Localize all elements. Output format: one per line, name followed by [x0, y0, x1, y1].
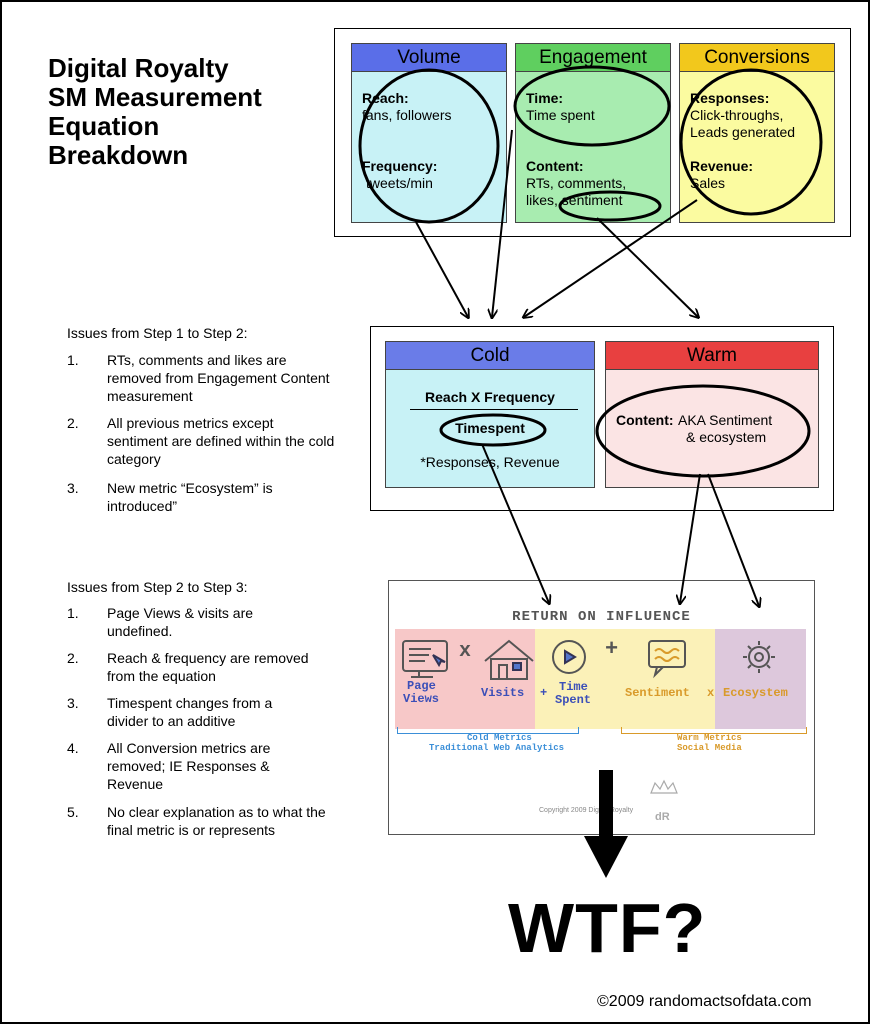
warm-content-value-1: AKA Sentiment	[678, 412, 773, 428]
sentiment-label: Sentiment	[625, 686, 690, 700]
cold-column: Cold Reach X Frequency Timespent *Respon…	[385, 341, 595, 488]
reach-x-frequency: Reach X Frequency	[425, 389, 555, 405]
content-value-1: RTs, comments,	[526, 175, 627, 191]
visits-label: Visits	[481, 686, 525, 700]
web-analytics-label: Traditional Web Analytics	[429, 743, 565, 753]
social-media-label: Social Media	[677, 743, 742, 753]
issues1-item-text: RTs, comments and likes are removed from…	[107, 352, 330, 404]
sentiment-circle	[558, 190, 662, 222]
title-line-1: Digital Royalty	[48, 53, 229, 83]
arrow-time-to-cold	[492, 129, 513, 317]
issues1-item-text: New metric “Ecosystem” is introduced”	[107, 480, 273, 514]
revenue-label: Revenue:	[690, 158, 754, 174]
arrow-timespent-to-roi	[481, 443, 549, 603]
issues2-item-text: All Conversion metrics are removed; IE R…	[107, 740, 271, 792]
time-label: Time:	[526, 90, 564, 106]
arrow-sentiment-to-warm	[596, 217, 698, 317]
timespent-circle	[439, 413, 547, 447]
warm-header: Warm	[606, 342, 818, 370]
step1-box: Volume Reach: fans, followers Frequency:…	[334, 28, 851, 237]
issues1-item-number: 1.	[67, 352, 79, 368]
arrow-warm-to-ecosystem	[707, 473, 759, 606]
arrow-volume-to-cold	[415, 221, 468, 317]
warm-metrics-label: Warm Metrics	[677, 733, 742, 743]
issues2-heading: Issues from Step 2 to Step 3:	[67, 579, 248, 595]
issues2-item-number: 3.	[67, 695, 79, 711]
cold-body	[386, 370, 594, 487]
issues2-item-text: No clear explanation as to what the fina…	[107, 804, 326, 838]
volume-circle	[358, 68, 500, 224]
frequency-label: Frequency:	[362, 158, 438, 174]
time-value: Time spent	[526, 107, 595, 123]
issues2-item-number: 5.	[67, 804, 79, 820]
wtf-label: WTF?	[508, 889, 707, 967]
issues2-item-text: Reach & frequency are removed from the e…	[107, 650, 309, 684]
time-spent-label-2: Spent	[555, 693, 592, 707]
page-views-label-1: Page	[407, 679, 436, 693]
roi-band-lavender	[715, 629, 806, 729]
revenue-value: Sales	[690, 175, 726, 191]
cold-divider-line	[410, 409, 578, 410]
conversions-header: Conversions	[680, 44, 834, 72]
page-views-label-2: Views	[403, 692, 440, 706]
issues1-item-number: 2.	[67, 415, 79, 431]
frequency-value: tweets/min	[366, 175, 433, 191]
issues-step1-step2: Issues from Step 1 to Step 2: 1. RTs, co…	[67, 324, 337, 524]
title-line-3: Equation	[48, 111, 160, 141]
op-plus-2: +	[540, 686, 548, 700]
warm-bracket	[621, 727, 807, 734]
time-circle	[513, 65, 671, 147]
issues2-item-number: 1.	[67, 605, 79, 621]
ecosystem-label: Ecosystem	[723, 686, 788, 700]
arrow-warm-to-sentiment	[680, 473, 701, 603]
issues2-item-number: 2.	[67, 650, 79, 666]
issues-step2-step3: Issues from Step 2 to Step 3: 1. Page Vi…	[67, 578, 337, 848]
engagement-column: Engagement Time: Time spent Content: RTs…	[515, 43, 671, 223]
speech-bubble-icon	[648, 640, 686, 679]
op-times-1: x	[459, 640, 472, 663]
roi-copyright: Copyright 2009 Digital Royalty	[539, 807, 634, 814]
roi-title: RETURN ON INFLUENCE	[512, 609, 691, 625]
issues2-item-number: 4.	[67, 740, 79, 756]
content-label: Content:	[526, 158, 584, 174]
issues1-heading: Issues from Step 1 to Step 2:	[67, 325, 248, 341]
monitor-icon	[402, 640, 448, 678]
crown-logo-icon	[650, 779, 678, 794]
warm-content-label: Content:	[616, 412, 674, 428]
gear-icon	[743, 641, 775, 673]
content-value-2: likes, sentiment	[526, 192, 623, 208]
warm-content-circle	[595, 384, 811, 478]
issues2-item-text: Page Views & visits are undefined.	[107, 605, 254, 639]
op-plus-1: +	[605, 637, 619, 662]
timespent-label: Timespent	[455, 420, 525, 436]
cold-bracket	[397, 727, 579, 734]
footer-copyright: ©2009 randomactsofdata.com	[597, 993, 812, 1010]
responses-label: Responses:	[690, 90, 770, 106]
roi-icons	[402, 639, 775, 794]
warm-column: Warm Content: AKA Sentiment & ecosystem	[605, 341, 819, 488]
title-line-4: Breakdown	[48, 140, 189, 170]
dr-logo: dR	[655, 811, 670, 823]
volume-header: Volume	[352, 44, 506, 72]
clock-icon	[552, 640, 586, 674]
conversions-circle	[679, 68, 823, 216]
responses-value-1: Click-throughs,	[690, 107, 784, 123]
issues1-item-text: All previous metrics except sentiment ar…	[107, 415, 335, 467]
cold-metrics-label: Cold Metrics	[467, 733, 532, 743]
issues1-item-number: 3.	[67, 480, 79, 496]
responses-value-2: Leads generated	[690, 124, 796, 140]
title-line-2: SM Measurement	[48, 82, 262, 112]
reach-value: fans, followers	[362, 107, 452, 123]
arrow-conversions-to-cold	[524, 199, 698, 317]
house-icon	[484, 639, 534, 680]
big-down-arrow	[584, 770, 628, 878]
page-title: Digital Royalty SM Measurement Equation …	[48, 54, 262, 170]
warm-content-value-2: & ecosystem	[686, 429, 767, 445]
issues2-item-text: Timespent changes from a divider to an a…	[107, 695, 273, 729]
op-times-2: x	[707, 686, 715, 700]
time-spent-label-1: Time	[559, 680, 588, 694]
cold-header: Cold	[386, 342, 594, 370]
